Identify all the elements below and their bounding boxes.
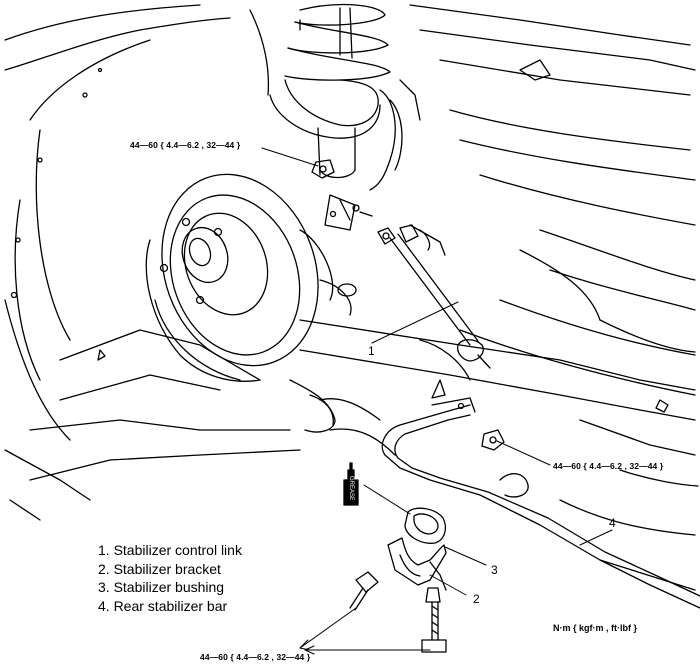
torque-spec-link-lower: 44—60 { 4.4—6.2 , 32—44 } (553, 461, 664, 471)
legend-item: 3. Stabilizer bushing (98, 579, 225, 595)
torque-spec-upper: 44—60 { 4.4—6.2 , 32—44 } (130, 140, 241, 150)
rear-stabilizer-bar (381, 397, 700, 609)
link-lower-nut (481, 429, 505, 451)
lower-arm (29, 319, 696, 481)
bracket-bolts (349, 571, 447, 653)
stabilizer-control-link (377, 224, 491, 369)
grease-tube (343, 462, 359, 506)
callout-4: 4 (609, 516, 616, 530)
legend-item: 2. Stabilizer bracket (98, 560, 221, 577)
torque-unit-label: N·m { kgf·m , ft·lbf } (553, 623, 637, 633)
brake-drum (145, 173, 357, 433)
body-outline (4, 4, 699, 591)
legend-item: 1. Stabilizer control link (98, 542, 242, 558)
parts-legend: 1. Stabilizer control link 2. Stabilizer… (98, 541, 242, 615)
stabilizer-bracket (387, 537, 447, 591)
callout-3: 3 (491, 563, 498, 577)
grease-label: GREASE (348, 476, 354, 500)
coil-spring (269, 3, 421, 221)
callout-1: 1 (368, 344, 375, 358)
stabilizer-bushing (404, 507, 446, 544)
torque-spec-bracket-bolts: 44—60 { 4.4—6.2 , 32—44 } (200, 652, 311, 662)
shock-lower-nut (311, 159, 335, 179)
callout-2: 2 (473, 592, 480, 606)
hub-bracket-bolts (324, 194, 373, 231)
legend-item: 4. Rear stabilizer bar (98, 597, 228, 614)
leader-lines (261, 147, 613, 655)
